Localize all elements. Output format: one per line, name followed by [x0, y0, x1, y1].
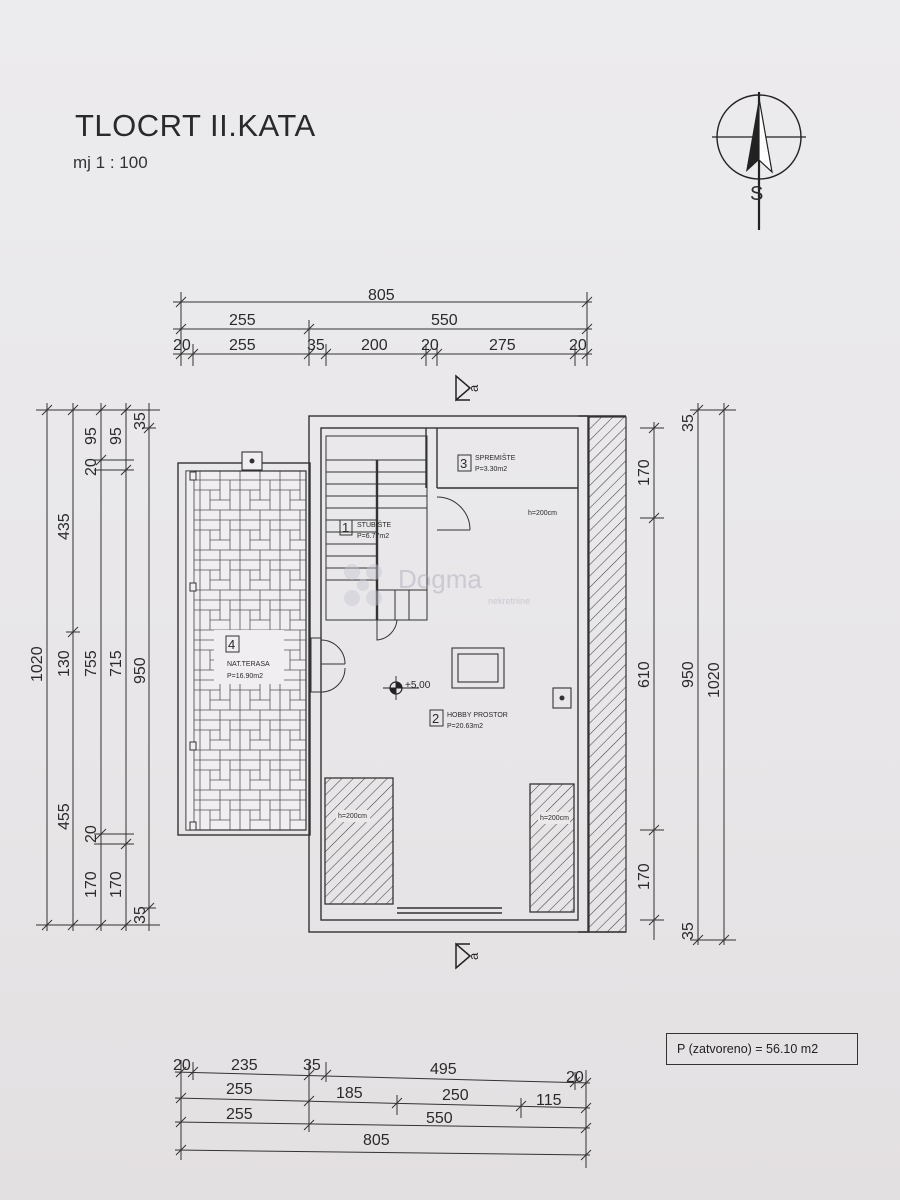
room-number: 1 [342, 520, 349, 535]
dim-left-seg: 20 [83, 458, 100, 476]
room-3-label: 3 SPREMIŠTE P=3.30m2 [457, 453, 516, 473]
dim-left-seg: 715 [108, 650, 125, 677]
dim-top-right: 550 [431, 312, 458, 329]
watermark-logo-icon [344, 564, 382, 606]
top-dimension-lines [173, 292, 593, 366]
staircase [325, 435, 428, 621]
dim-right-total: 1020 [706, 662, 723, 698]
section-letter-top: a [466, 384, 481, 392]
level-marker-icon [383, 676, 419, 700]
dim-left-seg: 95 [83, 427, 100, 445]
room-2-label: 2 HOBBY PROSTOR P=20.63m2 [429, 709, 508, 730]
dim-bottom-total: 805 [363, 1132, 390, 1149]
dim-left-seg: 950 [132, 657, 149, 684]
room-1-label: 1 STUBIŠTE P=6.77m2 [339, 519, 392, 540]
dim-bottom-seg: 20 [566, 1069, 584, 1086]
closed-area-summary: P (zatvoreno) = 56.10 m2 [666, 1033, 858, 1065]
bottom-dimension-lines [174, 1060, 592, 1168]
section-marker-bottom [455, 942, 472, 970]
built-in-right [529, 783, 575, 913]
dim-bottom-seg: 255 [226, 1106, 253, 1123]
dim-bottom-seg: 550 [426, 1110, 453, 1127]
room-4-label: 4 NAT.TERASA P=16.90m2 [225, 635, 270, 680]
dim-top-seg: 255 [229, 337, 256, 354]
dim-left-seg: 130 [56, 650, 73, 677]
dim-right-seg: 610 [636, 661, 653, 688]
dim-right-seg: 170 [636, 459, 653, 486]
dim-top-seg: 20 [173, 337, 191, 354]
dim-right-seg: 170 [636, 863, 653, 890]
dim-bottom-seg: 495 [430, 1061, 457, 1078]
dim-left-seg: 435 [56, 513, 73, 540]
skylight [451, 647, 505, 689]
room-name: NAT.TERASA [227, 661, 270, 668]
height-note: h=200cm [528, 510, 557, 517]
room-number: 2 [432, 711, 439, 726]
built-in-left [324, 777, 394, 905]
dim-bottom-seg: 250 [442, 1087, 469, 1104]
section-marker-top [455, 374, 472, 402]
note-bg [336, 810, 370, 822]
dim-top-seg: 200 [361, 337, 388, 354]
dim-top-seg: 35 [307, 337, 325, 354]
room-area: P=16.90m2 [227, 673, 263, 680]
dim-left-seg: 755 [83, 650, 100, 677]
dim-bottom-seg: 235 [231, 1057, 258, 1074]
dim-right-seg: 35 [680, 922, 697, 940]
room-name: SPREMIŠTE [475, 453, 516, 462]
dim-left-seg: 20 [83, 825, 100, 843]
height-note: h=200cm [338, 813, 367, 820]
room-name: HOBBY PROSTOR [447, 712, 508, 719]
dim-left-total: 1020 [29, 646, 46, 682]
dim-left-seg: 455 [56, 803, 73, 830]
section-letter-bottom: a [466, 952, 481, 960]
room-number: 3 [460, 456, 467, 471]
height-note: h=200cm [540, 815, 569, 822]
dim-right-mid: 950 [680, 661, 697, 688]
terrace-area [177, 451, 311, 836]
watermark-text: Dogma [398, 564, 482, 594]
left-dimension-lines [36, 403, 160, 931]
dim-top-seg: 20 [421, 337, 439, 354]
dim-bottom-seg: 20 [173, 1057, 191, 1074]
dim-bottom-seg: 115 [536, 1092, 562, 1109]
north-arrow-icon [712, 92, 806, 230]
room-area: P=3.30m2 [475, 466, 507, 473]
page-title: TLOCRT II.KATA [75, 108, 316, 143]
dim-left-seg: 170 [83, 871, 100, 898]
dim-left-seg: 35 [132, 906, 149, 924]
scale-label: mj 1 : 100 [73, 153, 148, 172]
room-number: 4 [228, 637, 235, 652]
right-dimension-lines [640, 403, 736, 946]
dim-left-seg: 95 [108, 427, 125, 445]
room-area: P=20.63m2 [447, 723, 483, 730]
dim-left-seg: 35 [132, 412, 149, 430]
dim-top-seg: 20 [569, 337, 587, 354]
watermark: Dogma nekretnine [344, 564, 530, 606]
watermark-subtext: nekretnine [488, 596, 530, 606]
room-area: P=6.77m2 [357, 533, 389, 540]
door-swings [310, 496, 471, 693]
dim-bottom-seg: 35 [303, 1057, 321, 1074]
dim-top-total: 805 [368, 287, 395, 304]
chimney [552, 687, 572, 709]
room-name: STUBIŠTE [357, 520, 392, 529]
dim-right-seg: 35 [680, 414, 697, 432]
dim-left-seg: 170 [108, 871, 125, 898]
dim-top-left: 255 [229, 312, 256, 329]
dim-top-seg: 275 [489, 337, 516, 354]
note-bg [538, 812, 570, 824]
dim-bottom-seg: 185 [336, 1085, 363, 1102]
north-letter: S [750, 183, 763, 205]
level-mark-label: +5.00 [405, 680, 431, 691]
hatched-roof-strip [588, 416, 627, 933]
dim-bottom-seg: 255 [226, 1081, 253, 1098]
